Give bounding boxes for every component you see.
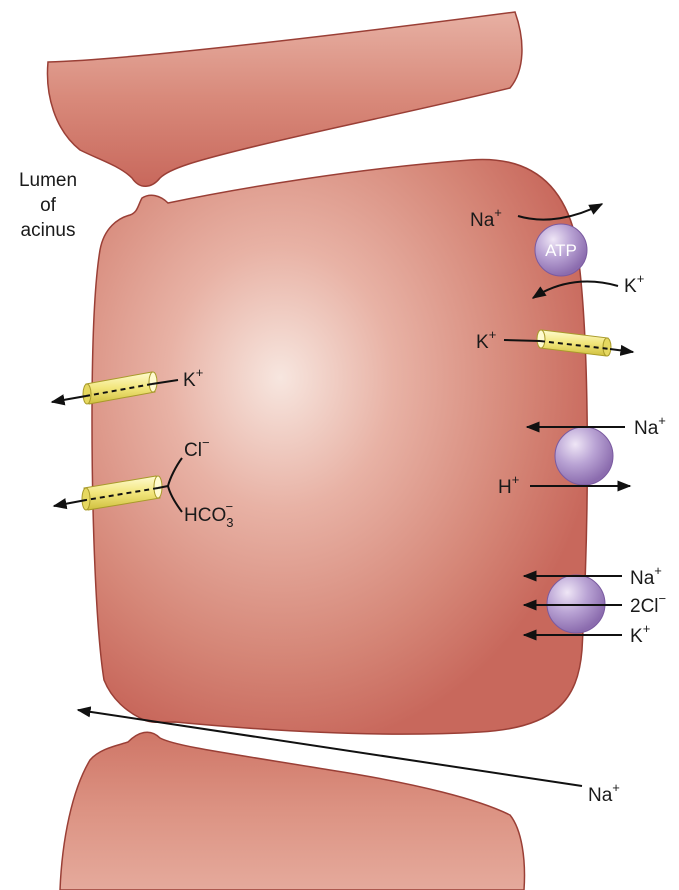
basolateral-k-arrow-solid: [503, 339, 541, 342]
lumen-label-line3: acinus: [21, 220, 76, 241]
k-pump-label: K+: [624, 271, 644, 297]
anion-arrow-dashed: [85, 487, 159, 501]
apical-k-arrow-head: [50, 394, 87, 406]
upper-neighbor-cell: [46, 11, 523, 187]
cl-cotransport-label: 2Cl−: [630, 591, 666, 617]
h-exchanger-label: H+: [498, 472, 519, 498]
na-exchanger-label: Na+: [634, 413, 666, 439]
atp-label: ATP: [545, 241, 577, 260]
apical-k-label: K+: [183, 365, 203, 391]
k-cotransport-label: K+: [630, 621, 650, 647]
lower-neighbor-cell: [59, 731, 526, 890]
na-k-atpase-pump: [534, 223, 588, 277]
basolateral-k-arrow-head: [609, 344, 635, 356]
na-pump-arrow: [517, 203, 604, 221]
na-cotransport-label: Na+: [630, 563, 662, 589]
hco3-label: HCO3−: [184, 499, 233, 530]
apical-k-channel: [82, 371, 158, 405]
acinar-cell: [91, 158, 589, 735]
na-h-exchanger: [554, 426, 614, 486]
apical-k-arrow-solid: [151, 379, 179, 385]
na-pump-label: Na+: [470, 205, 502, 231]
anion-arrow-solid: [157, 485, 169, 489]
cl-inflow-curve: [167, 457, 183, 487]
basolateral-k-channel: [536, 329, 612, 357]
lumen-label-line2: of: [40, 195, 57, 216]
basolateral-k-arrow-dashed: [539, 340, 611, 350]
basolateral-k-label: K+: [476, 327, 496, 353]
paracellular-na-label: Na+: [588, 780, 620, 806]
k-pump-arrow: [531, 280, 619, 299]
anion-arrow-head: [52, 498, 87, 510]
apical-k-arrow-dashed: [85, 383, 153, 397]
hco3-inflow-curve: [167, 485, 183, 513]
lumen-label-line1: Lumen: [19, 170, 77, 191]
paracellular-na-arrow: [76, 706, 583, 787]
cl-label: Cl−: [184, 435, 210, 461]
